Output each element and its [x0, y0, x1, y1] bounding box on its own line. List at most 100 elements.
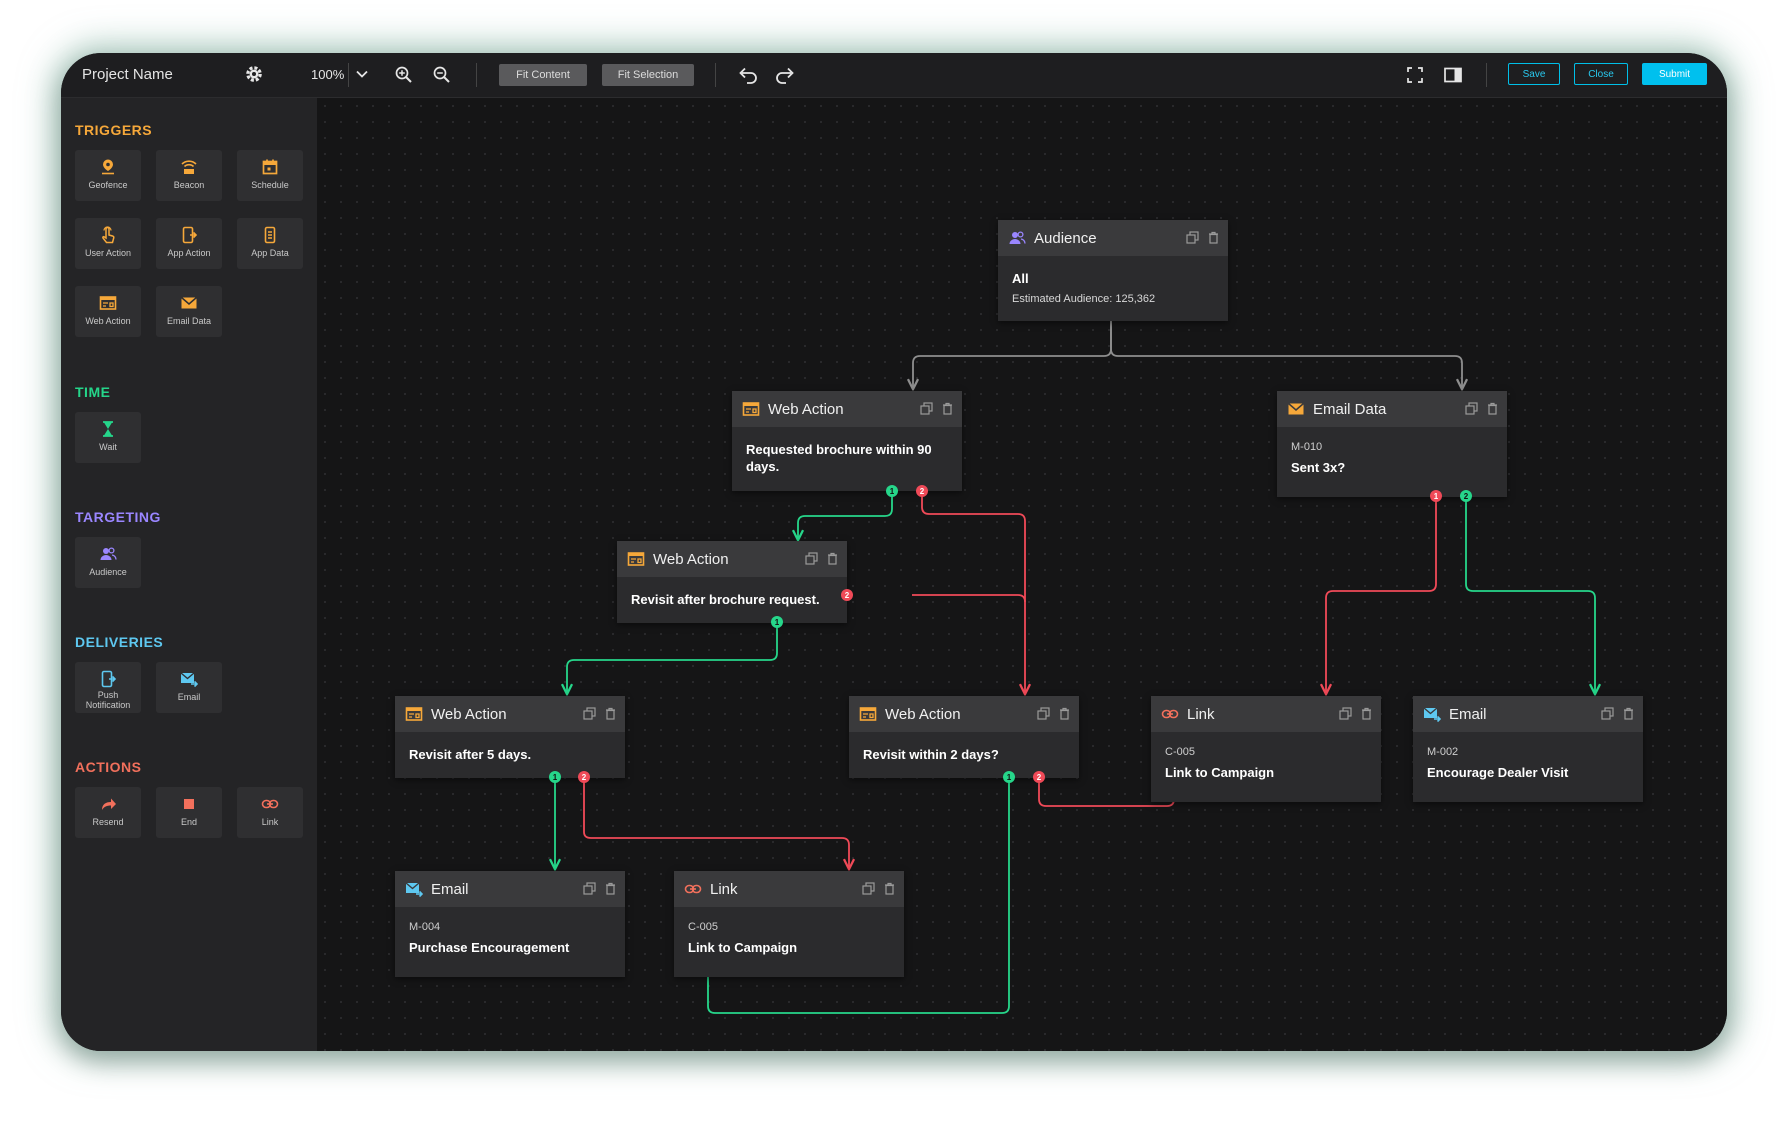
port-yes[interactable]: 1 [1003, 771, 1015, 783]
submit-button[interactable]: Submit [1642, 63, 1707, 85]
chevron-down-icon[interactable] [355, 67, 369, 81]
copy-icon[interactable] [1339, 707, 1352, 720]
fit-selection-button[interactable]: Fit Selection [602, 64, 694, 86]
port-yes[interactable]: 1 [549, 771, 561, 783]
palette-item-app-action[interactable]: App Action [156, 218, 222, 269]
node-condition: Requested brochure within 90 days. [746, 442, 932, 474]
node-web-action-2[interactable]: Web Action Revisit after brochure reques… [617, 541, 847, 623]
envelope-icon [181, 296, 197, 309]
trash-icon[interactable] [1360, 707, 1373, 720]
fit-content-button[interactable]: Fit Content [499, 64, 587, 86]
port-no[interactable]: 2 [916, 485, 928, 497]
palette-label: Schedule [251, 180, 289, 190]
node-audience[interactable]: Audience All Estimated Audience: 125,362 [998, 220, 1228, 321]
copy-icon[interactable] [1037, 707, 1050, 720]
copy-icon[interactable] [862, 882, 875, 895]
copy-icon[interactable] [920, 402, 933, 415]
copy-icon[interactable] [1601, 707, 1614, 720]
wire-web1-no [921, 491, 1025, 693]
palette-label: Geofence [88, 180, 128, 190]
zoom-in-icon[interactable] [394, 65, 414, 85]
copy-icon[interactable] [1186, 231, 1199, 244]
close-button[interactable]: Close [1574, 63, 1628, 85]
send-email-icon [405, 882, 423, 898]
port-yes[interactable]: 1 [771, 616, 783, 628]
wire-audience-web1 [913, 314, 1112, 388]
section-title-time: TIME [75, 384, 111, 400]
wire-email-data-no [1326, 496, 1437, 693]
port-yes[interactable]: 1 [886, 485, 898, 497]
zoom-out-icon[interactable] [432, 65, 452, 85]
fullscreen-icon[interactable] [1406, 66, 1424, 84]
calendar-icon [262, 159, 278, 175]
port-no[interactable]: 1 [1430, 490, 1442, 502]
trash-icon[interactable] [826, 552, 839, 565]
geofence-icon [102, 159, 114, 175]
palette-item-resend[interactable]: Resend [75, 787, 141, 838]
trash-icon[interactable] [1486, 402, 1499, 415]
trash-icon[interactable] [1622, 707, 1635, 720]
copy-icon[interactable] [805, 552, 818, 565]
link-chain-icon [684, 884, 702, 894]
save-button[interactable]: Save [1508, 63, 1560, 85]
palette-item-geofence[interactable]: Geofence [75, 150, 141, 201]
trash-icon[interactable] [941, 402, 954, 415]
node-email-1[interactable]: Email M-002 Encourage Dealer Visit [1413, 696, 1643, 802]
port-yes[interactable]: 2 [1460, 490, 1472, 502]
palette-item-end[interactable]: End [156, 787, 222, 838]
node-title: Audience [1034, 229, 1097, 247]
palette-item-beacon[interactable]: Beacon [156, 150, 222, 201]
redo-icon[interactable] [774, 65, 796, 85]
node-message: Purchase Encouragement [409, 940, 570, 955]
node-code: M-004 [409, 921, 441, 933]
node-title: Email [1449, 705, 1487, 723]
undo-icon[interactable] [737, 65, 759, 85]
node-link-1[interactable]: Link C-005 Link to Campaign [1151, 696, 1381, 802]
node-web-action-1[interactable]: Web Action Requested brochure within 90 … [732, 391, 962, 491]
trash-icon[interactable] [1207, 231, 1220, 244]
node-target: Link to Campaign [688, 940, 798, 955]
palette-item-app-data[interactable]: App Data [237, 218, 303, 269]
copy-icon[interactable] [583, 882, 596, 895]
push-notification-icon [101, 670, 117, 688]
browser-window-icon [627, 552, 645, 566]
zoom-level[interactable]: 100% [311, 67, 345, 82]
node-title: Link [710, 880, 738, 898]
port-no[interactable]: 2 [841, 589, 853, 601]
node-web-action-4[interactable]: Web Action Revisit within 2 days? [849, 696, 1079, 778]
node-title: Web Action [653, 550, 729, 568]
app-data-icon [264, 226, 276, 244]
port-no[interactable]: 2 [578, 771, 590, 783]
wire-web2-no [912, 594, 1026, 603]
copy-icon[interactable] [1465, 402, 1478, 415]
palette-item-wait[interactable]: Wait [75, 412, 141, 463]
palette-item-audience[interactable]: Audience [75, 537, 141, 588]
palette-item-user-action[interactable]: User Action [75, 218, 141, 269]
beacon-icon [181, 160, 197, 174]
link-chain-icon [261, 799, 279, 809]
palette-item-email-data[interactable]: Email Data [156, 286, 222, 337]
palette-item-schedule[interactable]: Schedule [237, 150, 303, 201]
copy-icon[interactable] [583, 707, 596, 720]
resend-arrow-icon [102, 798, 116, 810]
gear-icon[interactable] [244, 64, 264, 84]
palette-item-push-notification[interactable]: Push Notification [75, 662, 141, 713]
browser-window-icon [859, 707, 877, 721]
flow-canvas[interactable]: Audience All Estimated Audience: 125,362… [317, 98, 1727, 1051]
node-web-action-3[interactable]: Web Action Revisit after 5 days. [395, 696, 625, 778]
project-name[interactable]: Project Name [82, 66, 173, 83]
panel-toggle-icon[interactable] [1443, 66, 1463, 84]
node-link-2[interactable]: Link C-005 Link to Campaign [674, 871, 904, 977]
trash-icon[interactable] [883, 882, 896, 895]
node-email-2[interactable]: Email M-004 Purchase Encouragement [395, 871, 625, 977]
palette-item-email[interactable]: Email [156, 662, 222, 713]
palette-item-web-action[interactable]: Web Action [75, 286, 141, 337]
port-no[interactable]: 2 [1033, 771, 1045, 783]
trash-icon[interactable] [604, 707, 617, 720]
trash-icon[interactable] [1058, 707, 1071, 720]
palette-label: Wait [99, 442, 117, 452]
node-code: M-010 [1291, 441, 1323, 453]
trash-icon[interactable] [604, 882, 617, 895]
node-email-data[interactable]: Email Data M-010 Sent 3x? [1277, 391, 1507, 497]
palette-item-link[interactable]: Link [237, 787, 303, 838]
